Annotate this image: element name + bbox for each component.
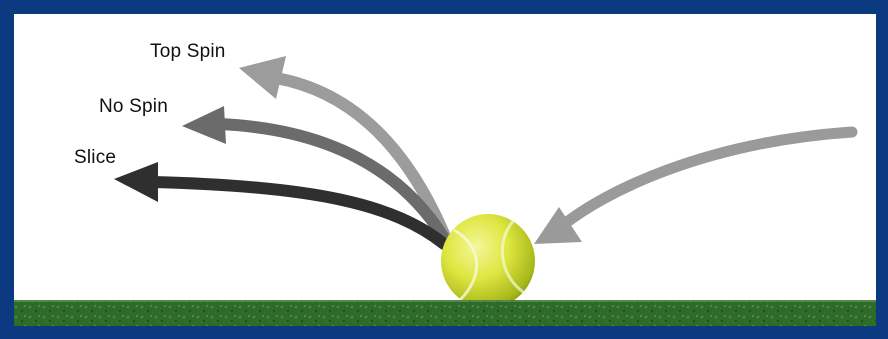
incoming-arrow: [534, 132, 852, 244]
grass-court: [14, 300, 876, 326]
slice-label: Slice: [74, 147, 116, 169]
top-spin-label: Top Spin: [150, 41, 226, 63]
spin-trajectory-diagram: [14, 14, 876, 326]
diagram-panel: Top Spin No Spin Slice: [14, 14, 876, 326]
no-spin-label: No Spin: [99, 96, 168, 118]
tennis-ball-icon: [441, 214, 535, 312]
